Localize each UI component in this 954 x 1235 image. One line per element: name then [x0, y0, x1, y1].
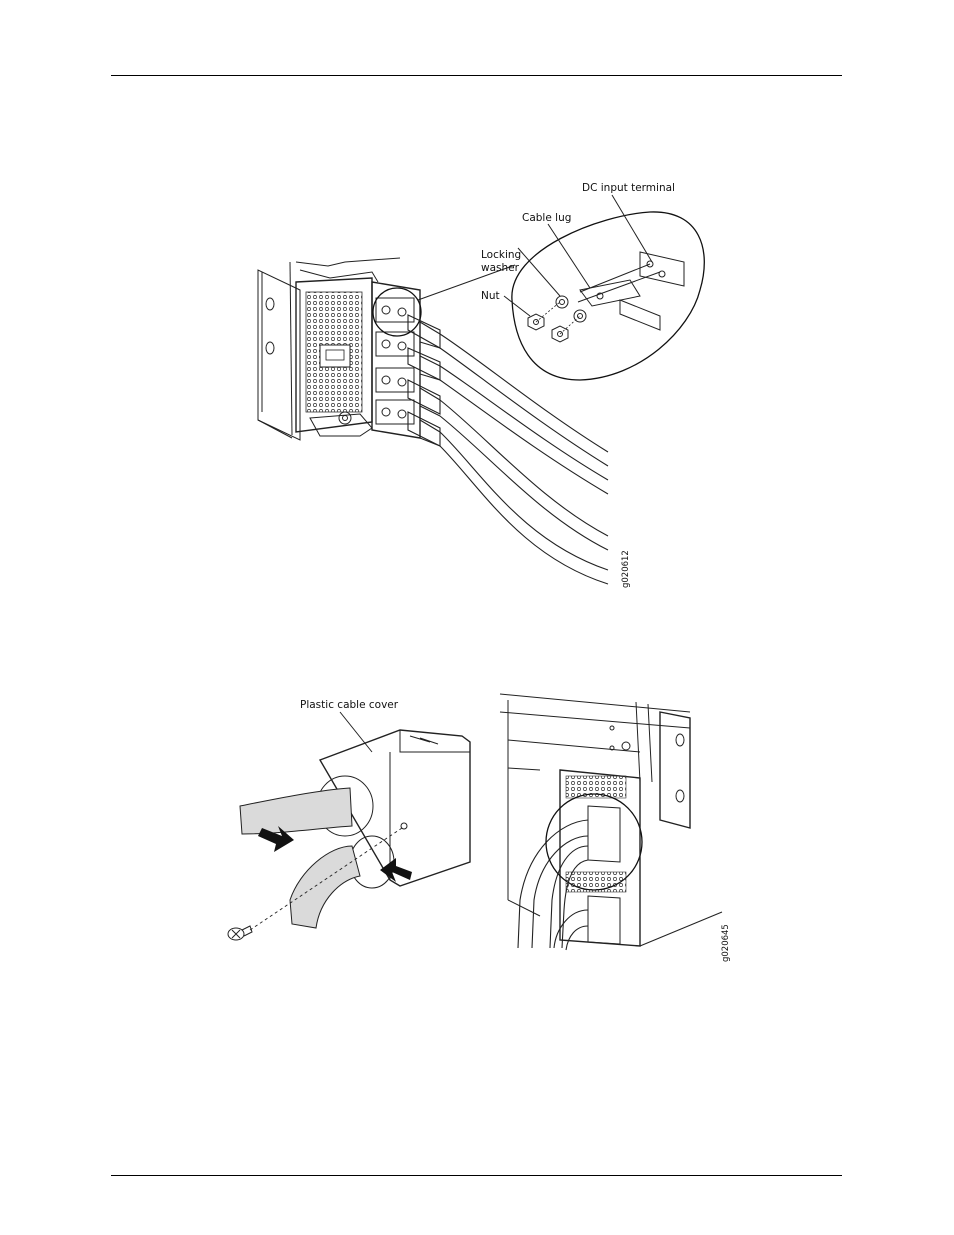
- label-locking-washer-line1: Locking: [481, 249, 521, 261]
- figure-dc-power-cables: DC input terminal Cable lug Locking wash…: [258, 182, 704, 588]
- screw: [228, 926, 252, 940]
- figure-id-2: g020645: [721, 924, 731, 962]
- dc-cables: [408, 315, 608, 584]
- zoom-detail: [512, 212, 704, 380]
- label-nut: Nut: [481, 290, 500, 302]
- label-dc-input-terminal: DC input terminal: [582, 182, 675, 194]
- label-locking-washer-line2: washer: [481, 262, 520, 274]
- top-handle: [296, 258, 400, 266]
- figure-plastic-cable-cover: Plastic cable cover: [228, 694, 731, 962]
- label-cable-lug: Cable lug: [522, 212, 571, 224]
- cover-installed: g020645: [500, 694, 731, 962]
- power-supply-module: [296, 278, 372, 436]
- label-plastic-cable-cover: Plastic cable cover: [300, 699, 399, 711]
- chassis-rail: [258, 262, 300, 440]
- cover-closeup: Plastic cable cover: [228, 699, 470, 940]
- figure-id-1: g020612: [621, 550, 631, 588]
